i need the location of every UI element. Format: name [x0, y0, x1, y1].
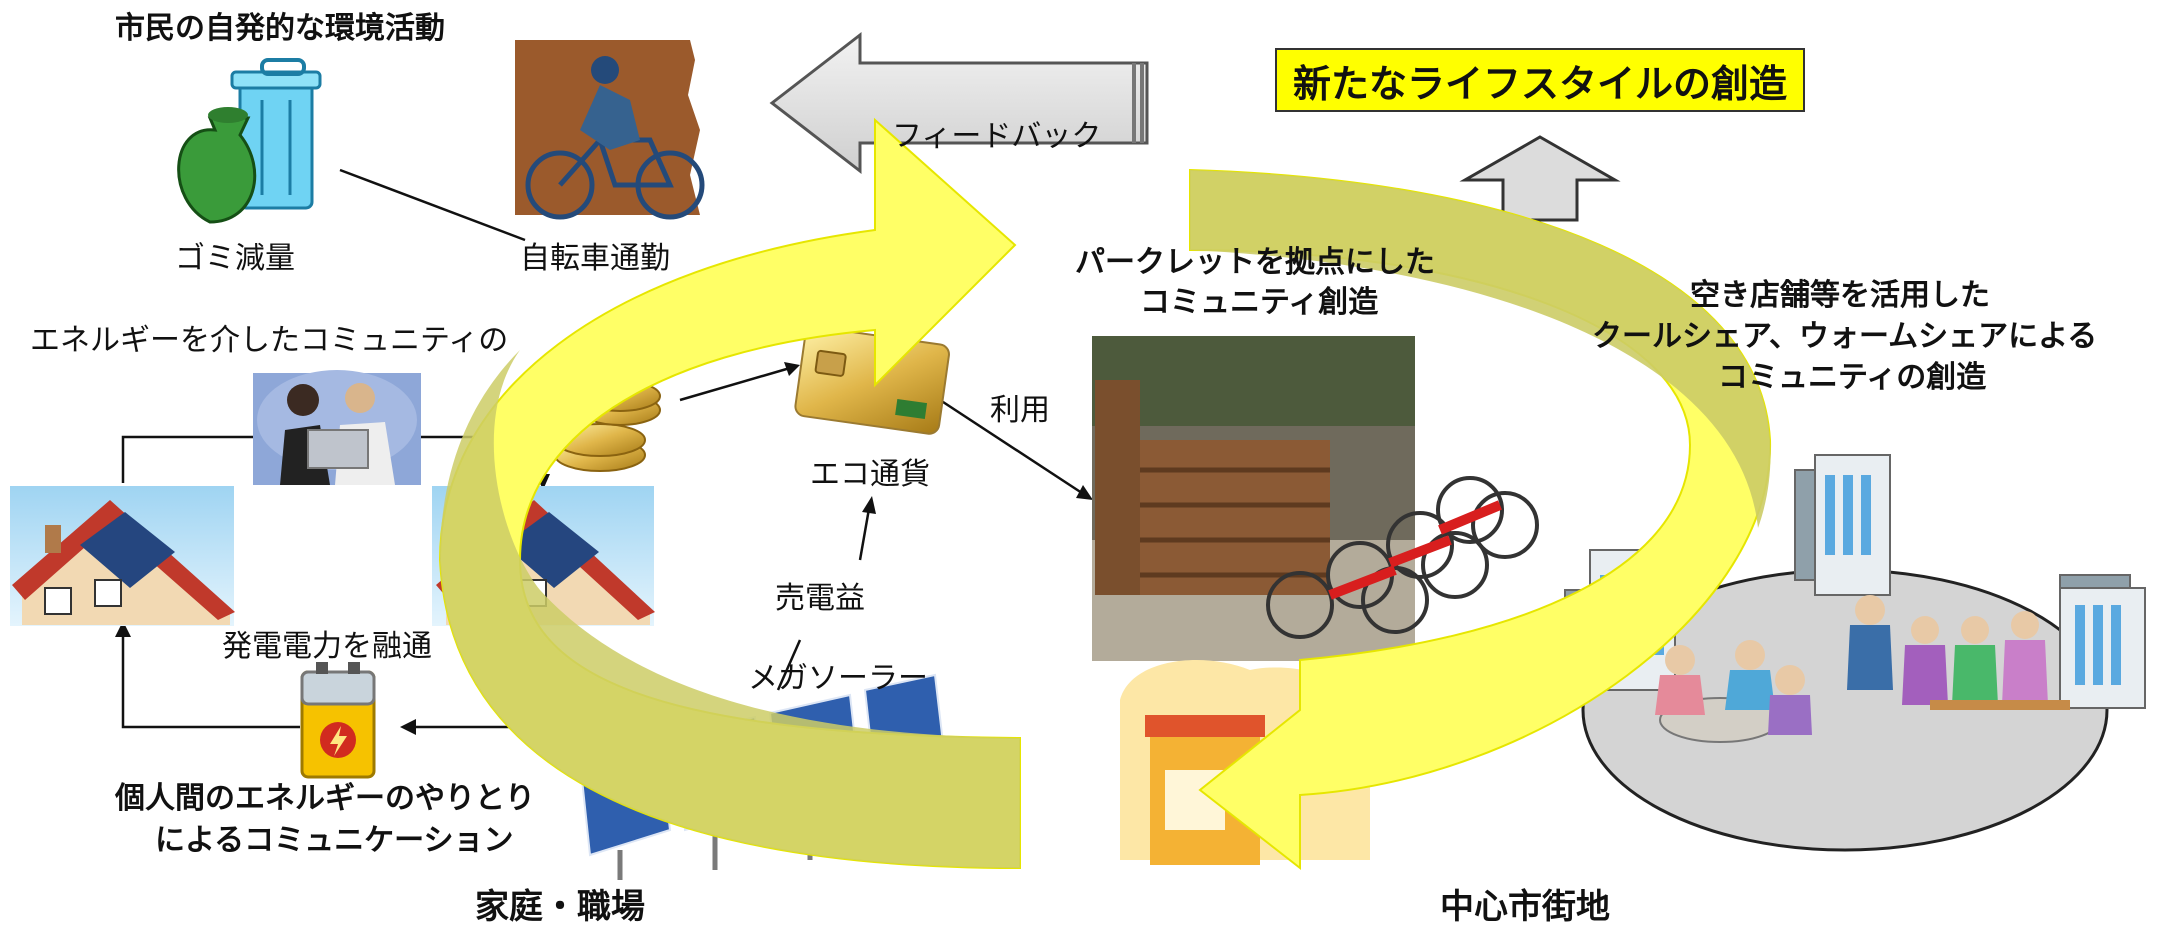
- cycle-arrow-left: [438, 117, 1021, 870]
- home-work-label: 家庭・職場: [475, 887, 645, 927]
- mega-solar-label: メガソーラー: [748, 661, 928, 696]
- vacant-store-line-3: コミュニティの創造: [1718, 360, 1987, 395]
- parklet-photo: [1092, 336, 1415, 661]
- red-bicycles-illustration: [1266, 476, 1539, 639]
- parklet-line-1: パークレットを拠点にした: [1075, 245, 1435, 280]
- energy-community-label: エネルギーを介したコミュニティの: [30, 323, 509, 358]
- power-share-label: 発電電力を融通: [222, 629, 432, 664]
- eco-currency-label: エコ通貨: [810, 457, 930, 492]
- trash-bin-illustration: [177, 58, 322, 224]
- feedback-label: フィードバック: [892, 119, 1102, 154]
- trash-reduction-label: ゴミ減量: [175, 241, 295, 276]
- battery-illustration: [300, 662, 376, 779]
- arrowheads: [115, 362, 1093, 735]
- vacant-store-line-1: 空き店舗等を活用した: [1690, 278, 1990, 313]
- eco-currency-card-illustration: [794, 325, 950, 435]
- new-lifestyle-title-box: 新たなライフスタイルの創造: [1275, 48, 1805, 112]
- cycle-arrow-right: [1189, 168, 1772, 871]
- vacant-store-line-2: クールシェア、ウォームシェアによる: [1592, 319, 2098, 354]
- usage-label: 利用: [990, 393, 1050, 428]
- house-left-illustration: [10, 486, 235, 626]
- people-laptop-photo: [253, 370, 421, 485]
- feedback-arrow: [769, 31, 1149, 175]
- civic-activity-heading: 市民の自発的な環境活動: [115, 11, 445, 46]
- individual-energy-line-1: 個人間のエネルギーのやりとり: [115, 781, 535, 816]
- connector-lines: [121, 168, 1086, 729]
- city-center-label: 中心市街地: [1440, 887, 1610, 927]
- up-arrow: [1459, 135, 1621, 222]
- bike-commute-photo: [515, 40, 705, 220]
- bike-commute-label: 自転車通勤: [520, 241, 670, 276]
- power-sale-profit-label: 売電益: [775, 581, 865, 616]
- parklet-line-2: コミュニティ創造: [1140, 285, 1379, 320]
- individual-energy-line-2: によるコミュニケーション: [155, 823, 514, 858]
